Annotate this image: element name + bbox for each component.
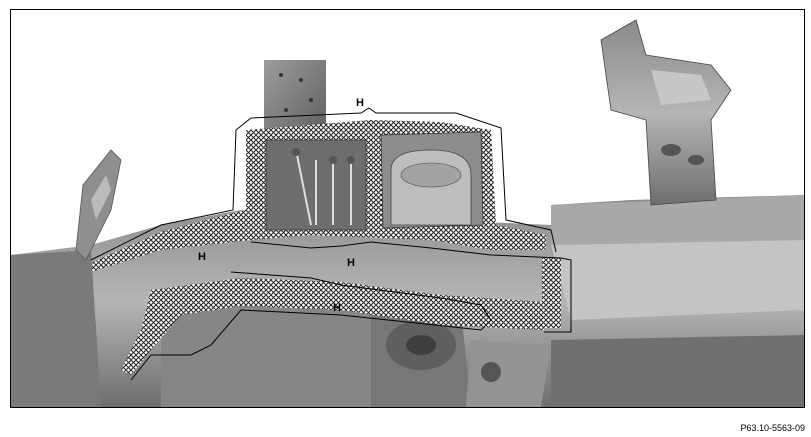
vehicle-body-illustration — [11, 19, 804, 407]
diagram-frame: H H H H — [10, 9, 805, 408]
sealant-outlines — [90, 107, 572, 381]
callout-h-center: H — [347, 257, 355, 269]
sealant-area — [91, 120, 561, 375]
callout-h-top: H — [356, 97, 364, 109]
figure-reference-code: P63.10-5563-09 — [740, 423, 805, 433]
left-bracket — [75, 149, 122, 261]
callout-h-left: H — [198, 251, 206, 263]
callout-h-lower: H — [333, 302, 341, 314]
right-pillar — [600, 19, 732, 206]
